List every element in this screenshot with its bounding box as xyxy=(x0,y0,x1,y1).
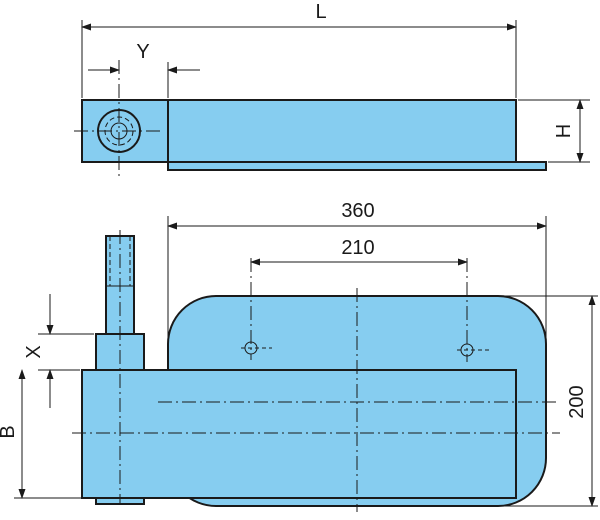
dimension-y-label: Y xyxy=(136,41,149,63)
front-view xyxy=(72,230,560,512)
mounting-hole-left xyxy=(241,258,272,360)
dimension-l-label: L xyxy=(315,1,326,23)
dimension-l: L xyxy=(81,1,517,98)
dimension-210-label: 210 xyxy=(341,237,374,259)
dimension-y: Y xyxy=(88,41,200,98)
front-view-body xyxy=(81,369,517,499)
dimension-h: H xyxy=(518,99,590,163)
dimension-x-label: X xyxy=(23,345,45,358)
mounting-hole-right xyxy=(457,258,490,362)
top-view xyxy=(74,60,547,178)
top-view-base-plate xyxy=(167,161,547,171)
dimension-200: 200 xyxy=(500,295,598,507)
dimension-210: 210 xyxy=(250,237,468,266)
dimension-h-label: H xyxy=(553,124,575,138)
dimension-360-label: 360 xyxy=(341,200,374,222)
dimension-360: 360 xyxy=(167,200,547,360)
dimension-200-label: 200 xyxy=(566,385,588,418)
dimension-x: X xyxy=(23,294,94,408)
dimension-b-label: B xyxy=(0,425,19,438)
dimension-b: B xyxy=(0,369,94,499)
